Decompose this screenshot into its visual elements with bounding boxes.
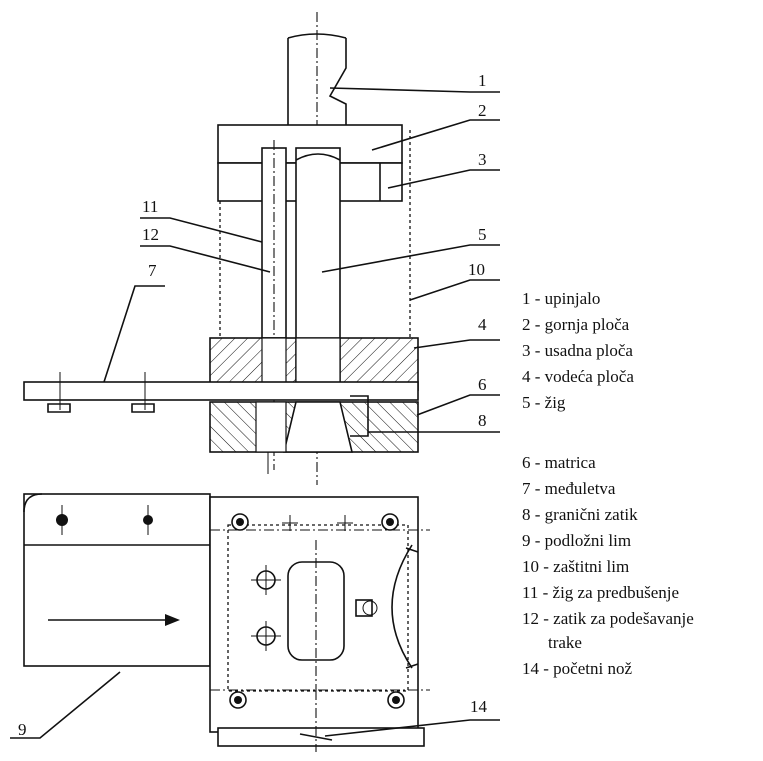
callout-2: 2	[478, 101, 487, 120]
legend-item-2: 2 - gornja ploča	[522, 315, 630, 334]
legend-item-3: 3 - usadna ploča	[522, 341, 633, 360]
callout-10: 10	[468, 260, 485, 279]
callout-5: 5	[478, 225, 487, 244]
legend-item-5: 5 - žig	[522, 393, 566, 412]
legend-item-6: 6 - matrica	[522, 453, 596, 472]
legend: 1 - upinjalo 2 - gornja ploča 3 - usadna…	[522, 289, 694, 678]
plan-view	[23, 493, 430, 752]
legend-item-11: 11 - žig za predbušenje	[522, 583, 679, 602]
callout-6: 6	[478, 375, 487, 394]
callout-14: 14	[470, 697, 488, 716]
callout-9: 9	[18, 720, 27, 739]
callout-7: 7	[148, 261, 157, 280]
legend-item-9: 9 - podložni lim	[522, 531, 631, 550]
section-view	[23, 12, 419, 485]
legend-item-10: 10 - zaštitni lim	[522, 557, 629, 576]
shank	[287, 33, 347, 125]
legend-item-7: 7 - međuletva	[522, 479, 616, 498]
corner-bolts	[229, 513, 405, 709]
callout-3: 3	[478, 150, 487, 169]
callout-1: 1	[478, 71, 487, 90]
base-sheet	[23, 493, 211, 667]
callout-11: 11	[142, 197, 158, 216]
strip-rail	[23, 381, 419, 401]
callout-numbers: 1 2 3 4 5 6 7 8 9 10 11 12 14	[18, 71, 488, 739]
callout-4: 4	[478, 315, 487, 334]
legend-item-1: 1 - upinjalo	[522, 289, 600, 308]
leader-lines	[10, 87, 500, 739]
callout-8: 8	[478, 411, 487, 430]
legend-item-4: 4 - vodeća ploča	[522, 367, 634, 386]
legend-item-14: 14 - početni nož	[522, 659, 632, 678]
legend-item-12-cont: trake	[548, 633, 582, 652]
callout-12: 12	[142, 225, 159, 244]
legend-item-12: 12 - zatik za podešavanje	[522, 609, 694, 628]
legend-item-8: 8 - granični zatik	[522, 505, 638, 524]
